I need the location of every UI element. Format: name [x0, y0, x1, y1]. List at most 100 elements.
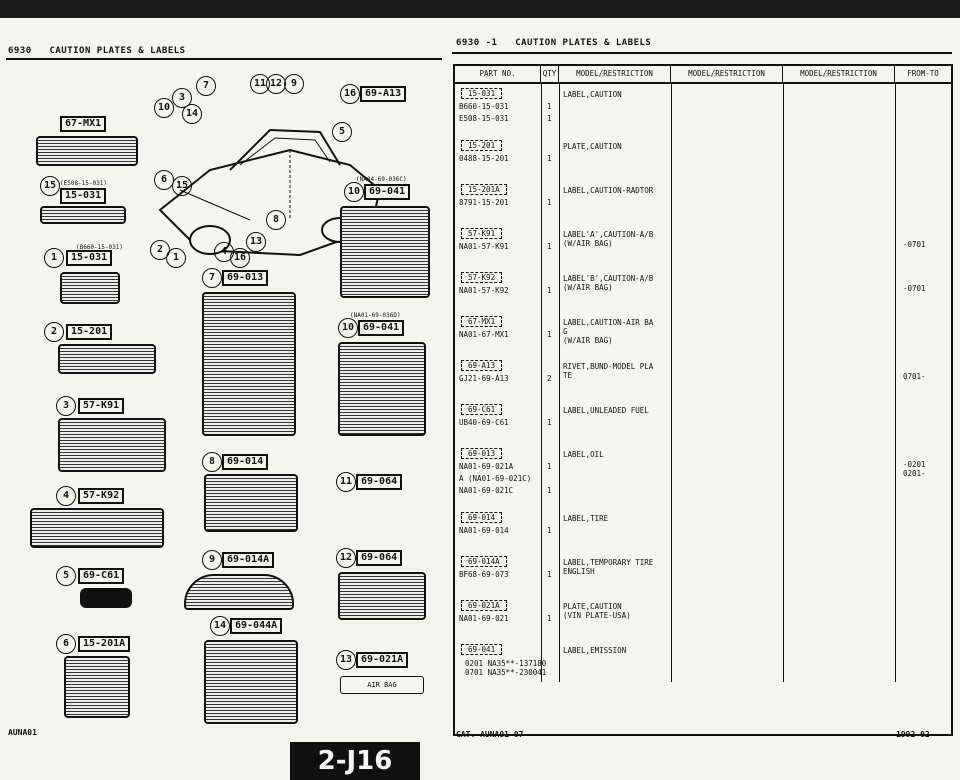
qty-cell: 1: [547, 486, 552, 495]
callout-8-mid: 8: [202, 452, 222, 472]
plate-15-031-b: [60, 272, 120, 304]
part-number-cell: GJ21-69-A13: [459, 374, 509, 383]
label-15-201: 15-201: [66, 324, 113, 340]
callout-10-right2: 10: [338, 318, 358, 338]
from-to-cell: -0201 0201-: [903, 460, 926, 478]
col-model-2: MODEL/RESTRICTION: [671, 66, 783, 82]
label-69-041-b: 69-041: [358, 320, 405, 336]
part-number-cell: NA01-69-014: [459, 526, 509, 535]
col-model-1: MODEL/RESTRICTION: [559, 66, 671, 82]
part-number-cell: 0488-15-201: [459, 154, 509, 163]
label-69-041-a: 69-041: [364, 184, 411, 200]
plate-69-013: [202, 292, 296, 436]
description-cell: LABEL,CAUTION-AIR BA G (W/AIR BAG): [563, 318, 654, 345]
callout-16: 16: [230, 248, 250, 268]
label-69-a13: 69-A13: [360, 86, 407, 102]
tag-e508: (E508-15-031): [60, 180, 107, 187]
qty-cell: 1: [547, 526, 552, 535]
part-number-cell: NA01-57-K92: [459, 286, 509, 295]
group-box: 69-A13: [461, 360, 503, 371]
part-number-cell: 8791-15-201: [459, 198, 509, 207]
group-box: 69-021A: [461, 600, 507, 611]
label-69-014: 69-014: [222, 454, 269, 470]
col-qty: QTY: [541, 66, 559, 82]
col-from-to: FROM-TO: [907, 69, 939, 78]
part-number-cell: NA01-67-MX1: [459, 330, 509, 339]
right-header-rule: [452, 52, 952, 54]
label-15-031-a: 15-031: [60, 188, 107, 204]
callout-5: 5: [332, 122, 352, 142]
footnote: 0701 NA35**-230041: [465, 668, 547, 677]
qty-cell: 1: [547, 462, 552, 471]
group-box: 57-K91: [461, 228, 503, 239]
callout-3-left: 3: [56, 396, 76, 416]
description-cell: LABEL,OIL: [563, 450, 604, 459]
part-number-cell: UB40-69-C61: [459, 418, 509, 427]
callout-11-right: 11: [336, 472, 356, 492]
col-divider: [541, 82, 542, 682]
group-box: 69-014: [461, 512, 503, 523]
qty-cell: 1: [547, 614, 552, 623]
callout-5-left: 5: [56, 566, 76, 586]
label-57-k91: 57-K91: [78, 398, 125, 414]
label-69-021a: 69-021A: [356, 652, 409, 668]
description-cell: PLATE,CAUTION: [563, 142, 622, 151]
description-cell: LABEL,TEMPORARY TIRE ENGLISH: [563, 558, 654, 576]
footer-cat: CAT. AUNA01-07: [456, 730, 524, 739]
qty-cell: 1: [547, 418, 552, 427]
callout-10: 10: [154, 98, 174, 118]
plate-69-064-b: [338, 572, 426, 620]
from-to-cell: 0701-: [903, 372, 926, 381]
label-15-031-b: 15-031: [66, 250, 113, 266]
part-number-cell: NA01-57-K91: [459, 242, 509, 251]
footer-date: 1992-02: [896, 730, 930, 739]
part-number-cell: NA01-69-021: [459, 614, 509, 623]
part-number-cell: BF68-69-073: [459, 570, 509, 579]
col-model-3: MODEL/RESTRICTION: [783, 66, 895, 82]
callout-8: 8: [266, 210, 286, 230]
callout-1: 1: [166, 248, 186, 268]
plate-69-041-b: [338, 342, 426, 436]
description-cell: LABEL,TIRE: [563, 514, 609, 523]
label-69-013: 69-013: [222, 270, 269, 286]
callout-15: 15: [172, 176, 192, 196]
scan-top-edge: [0, 0, 960, 18]
callout-4-left: 4: [56, 486, 76, 506]
left-page-header: 6930 CAUTION PLATES & LABELS: [8, 46, 186, 56]
label-69-064-a: 69-064: [356, 474, 403, 490]
group-box: 15-201A: [461, 184, 507, 195]
callout-13-right: 13: [336, 650, 356, 670]
group-box: 69-014A: [461, 556, 507, 567]
group-box: 67-MX1: [461, 316, 503, 327]
qty-cell: 1: [547, 570, 552, 579]
group-box: 69-013: [461, 448, 503, 459]
tag-b660: (B660-15-031): [76, 244, 123, 251]
qty-cell: 1: [547, 154, 552, 163]
label-67-mx1: 67-MX1: [60, 116, 107, 132]
part-number-cell: E508-15-031: [459, 114, 509, 123]
group-box: 15-031: [461, 88, 503, 99]
plate-57-k91: [58, 418, 166, 472]
right-page-header: 6930 -1 CAUTION PLATES & LABELS: [456, 38, 652, 48]
group-box: 15-201: [461, 140, 503, 151]
qty-cell: 1: [547, 198, 552, 207]
callout-7: 7: [196, 76, 216, 96]
part-number-cell: B660-15-031: [459, 102, 509, 111]
footnote: 0201 NA35**-137180: [465, 659, 547, 668]
part-number-cell: A (NA01-69-021C): [459, 474, 532, 483]
description-cell: PLATE,CAUTION (VIN PLATE-USA): [563, 602, 631, 620]
col-divider: [783, 82, 784, 682]
label-15-201a: 15-201A: [78, 636, 131, 652]
part-number-cell: NA01-69-021A: [459, 462, 514, 471]
footer-catalog-code: AUNA01: [8, 728, 37, 737]
group-box: 57-K92: [461, 272, 503, 283]
col-divider: [895, 82, 896, 682]
qty-cell: 1: [547, 114, 552, 123]
plate-air-bag: AIR BAG: [340, 676, 424, 694]
group-box: 69-041: [461, 644, 503, 655]
description-cell: LABEL,CAUTION: [563, 90, 622, 99]
plate-67-mx1: [36, 136, 138, 166]
qty-cell: 2: [547, 374, 552, 383]
callout-6-left: 6: [56, 634, 76, 654]
label-57-k92: 57-K92: [78, 488, 125, 504]
